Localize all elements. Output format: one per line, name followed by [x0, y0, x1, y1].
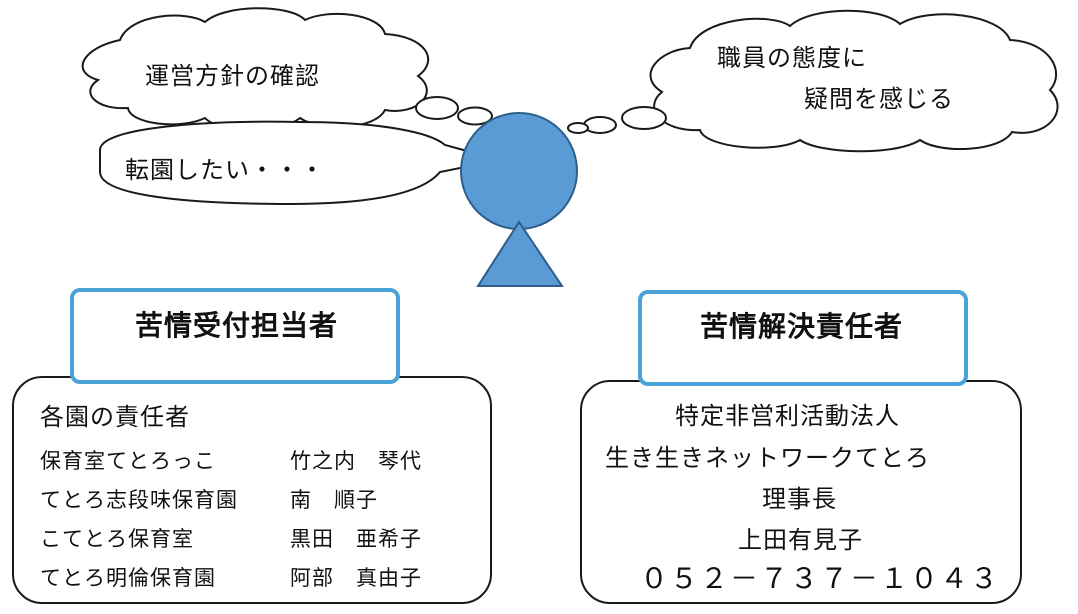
- thought-dot-left-2: [457, 106, 493, 126]
- receiver-info-box: [12, 376, 492, 604]
- person-head: [460, 112, 578, 230]
- thought-cloud-right: [649, 9, 1059, 153]
- thought-dot-left-1: [415, 96, 459, 120]
- person-name-1: 竹之内 琴代: [290, 449, 422, 473]
- resolver-org-type: 特定非営利活動法人: [675, 402, 900, 430]
- resolver-person-name: 上田有見子: [738, 526, 863, 554]
- person-name-3: 黒田 亜希子: [290, 527, 422, 551]
- resolver-heading-box: [638, 290, 968, 386]
- thought-dot-right-1: [621, 106, 667, 130]
- facility-name-3: こてとろ保育室: [40, 527, 194, 551]
- receiver-heading: 苦情受付担当者: [135, 309, 339, 342]
- facility-name-2: てとろ志段味保育園: [40, 488, 238, 512]
- person-name-4: 阿部 真由子: [290, 566, 422, 590]
- receiver-title: 各園の責任者: [40, 403, 190, 431]
- resolver-org-name: 生き生きネットワークてとろ: [605, 444, 930, 472]
- thought-text-right-line1: 職員の態度に: [717, 44, 867, 72]
- resolver-heading: 苦情解決責任者: [700, 310, 904, 343]
- speech-text: 転園したい・・・: [125, 156, 325, 184]
- thought-cloud-left: [81, 7, 430, 131]
- facility-name-1: 保育室てとろっこ: [40, 449, 216, 473]
- thought-text-right-line2: 疑問を感じる: [804, 85, 954, 113]
- person-name-2: 南 順子: [290, 488, 378, 512]
- thought-text-left: 運営方針の確認: [145, 62, 320, 90]
- receiver-heading-box: [70, 288, 400, 384]
- thought-dot-right-3: [567, 122, 589, 134]
- resolver-info-box: [580, 380, 1022, 604]
- resolver-role: 理事長: [762, 485, 837, 513]
- thought-dot-right-2: [583, 116, 617, 134]
- resolver-phone: ０５２－７３７－１０４３: [640, 562, 1001, 595]
- facility-name-4: てとろ明倫保育園: [40, 566, 216, 590]
- person-body: [476, 220, 564, 287]
